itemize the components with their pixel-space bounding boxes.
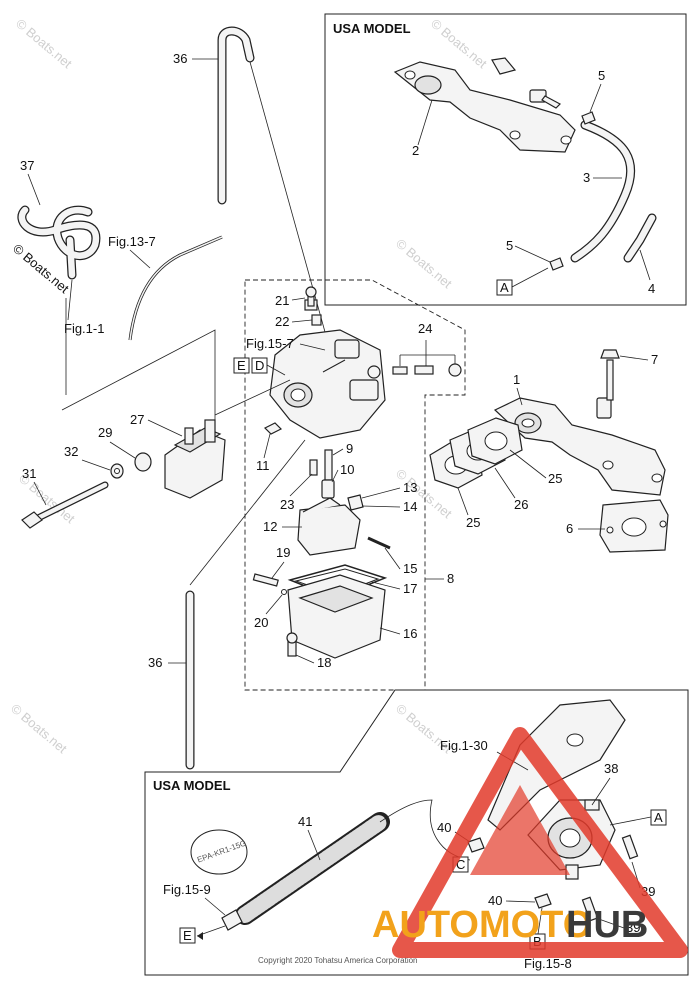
carburetor-assembly: 21 22 Fig.15-7 E D 24 11 9 10 23 13 14 1… (233, 279, 466, 691)
svg-text:A: A (500, 280, 509, 295)
callout-26: 26 (514, 497, 528, 512)
callout-9: 9 (346, 441, 353, 456)
intake-manifold-usa (393, 57, 576, 153)
callout-31: 31 (22, 466, 36, 481)
marker-E-bottom (179, 927, 196, 944)
ref-fig13-7: Fig.13-7 (108, 234, 156, 249)
callout-38: 38 (604, 761, 618, 776)
callout-22: 22 (275, 314, 289, 329)
callout-18: 18 (317, 655, 331, 670)
callout-40b: 40 (488, 893, 502, 908)
ref-fig15-9: Fig.15-9 (163, 882, 211, 897)
callout-25b: 25 (466, 515, 480, 530)
callout-13: 13 (403, 480, 417, 495)
callout-37: 37 (20, 158, 34, 173)
watermark-2: © Boats.net (428, 16, 490, 72)
ref-fig15-7: Fig.15-7 (246, 336, 294, 351)
callout-39b: 39 (626, 920, 640, 935)
callout-5a: 5 (598, 68, 605, 83)
callout-17: 17 (403, 581, 417, 596)
callout-7: 7 (651, 352, 658, 367)
callout-20: 20 (254, 615, 268, 630)
callout-36b: 36 (148, 655, 162, 670)
logo-text-automoto: AUTOMOTO (372, 904, 592, 946)
svg-text:C: C (456, 857, 465, 872)
callout-16: 16 (403, 626, 417, 641)
marker-D (251, 357, 268, 374)
marker-A-bottom (650, 809, 667, 826)
automotohub-logo: AUTOMOTO HUB (372, 727, 688, 958)
svg-text:B: B (533, 934, 542, 949)
callout-6: 6 (566, 521, 573, 536)
box-title-bottom: USA MODEL (153, 778, 231, 793)
callout-8: 8 (447, 571, 454, 586)
callout-27: 27 (130, 412, 144, 427)
callout-12: 12 (263, 519, 277, 534)
watermarks: © Boats.net © Boats.net © Boats.net © Bo… (8, 16, 490, 757)
bolt-31 (21, 481, 109, 529)
ref-fig1-1: Fig.1-1 (64, 321, 104, 336)
svg-text:E: E (237, 358, 246, 373)
svg-text:E: E (183, 928, 192, 943)
callout-2: 2 (412, 143, 419, 158)
watermark-3: © Boats.net (393, 236, 455, 292)
callout-15: 15 (403, 561, 417, 576)
callout-29: 29 (98, 425, 112, 440)
callout-1: 1 (513, 372, 520, 387)
copyright: Copyright 2020 Tohatsu America Corporati… (258, 956, 418, 965)
logo-text-hub: HUB (566, 904, 648, 946)
svg-text:A: A (654, 810, 663, 825)
callout-24: 24 (418, 321, 432, 336)
usa-model-box-bottom: USA MODEL EPA-KR1-15G Fig.1-30 38 41 40 (144, 689, 689, 976)
callout-21: 21 (275, 293, 289, 308)
silencer-27 (164, 419, 226, 499)
callout-3: 3 (583, 170, 590, 185)
breather-hose-37 (17, 205, 101, 280)
watermark-6: © Boats.net (8, 701, 70, 757)
marker-E-top (233, 357, 250, 374)
ref-fig1-30: Fig.1-30 (440, 738, 488, 753)
callout-41: 41 (298, 814, 312, 829)
callout-19: 19 (276, 545, 290, 560)
box-title-top: USA MODEL (333, 21, 411, 36)
callout-32: 32 (64, 444, 78, 459)
intake-manifold (429, 349, 669, 553)
ref-fig15-8: Fig.15-8 (524, 956, 572, 971)
callout-36a: 36 (173, 51, 187, 66)
callout-25a: 25 (548, 471, 562, 486)
marker-A-top (496, 279, 513, 296)
watermark-1: © Boats.net (13, 16, 75, 72)
usa-model-box-top: USA MODEL 2 5 3 5 4 A (324, 13, 687, 306)
callout-5b: 5 (506, 238, 513, 253)
callout-14: 14 (403, 499, 417, 514)
callout-23: 23 (280, 497, 294, 512)
callout-11: 11 (256, 458, 270, 473)
callout-40a: 40 (437, 820, 451, 835)
svg-text:D: D (255, 358, 264, 373)
callout-10: 10 (340, 462, 354, 477)
callout-4: 4 (648, 281, 655, 296)
